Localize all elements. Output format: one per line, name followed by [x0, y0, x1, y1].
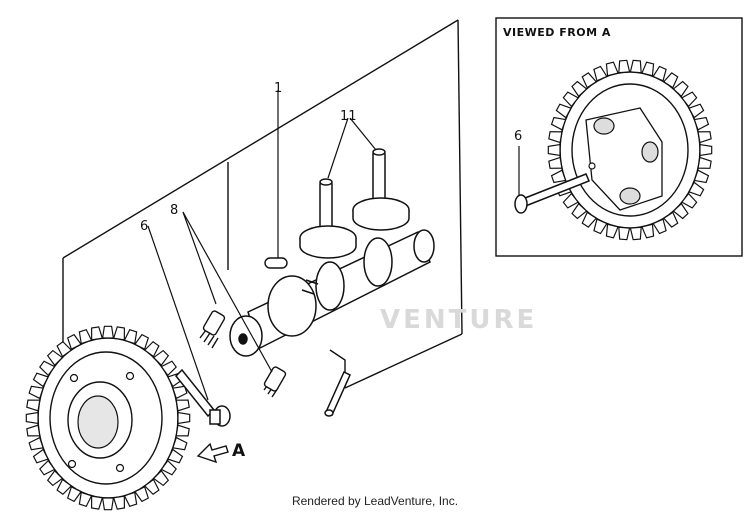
- inset-gear: [547, 59, 713, 241]
- cam-pin: [324, 370, 351, 417]
- inset-title: VIEWED FROM A: [503, 26, 611, 39]
- footer-credit: Rendered by LeadVenture, Inc.: [291, 494, 459, 508]
- gear-tooth: [172, 436, 188, 453]
- callout-6: 6: [140, 219, 148, 234]
- gear-tooth: [617, 226, 631, 241]
- gear-tooth: [175, 424, 191, 439]
- callout-11: 11: [340, 109, 357, 124]
- callout-8: 8: [170, 203, 178, 218]
- spring-upper: [199, 310, 226, 349]
- gear-tooth: [617, 59, 631, 74]
- gear-tooth: [123, 328, 139, 345]
- watermark-text: VENTURE: [380, 305, 537, 335]
- gear-bolt: [174, 368, 231, 427]
- inset-bolt: [514, 173, 590, 214]
- gear-tooth: [25, 412, 39, 424]
- tappet-right: [352, 148, 410, 231]
- gear-tooth: [77, 328, 93, 345]
- gear-tooth: [629, 226, 643, 241]
- gear-tooth: [177, 412, 191, 424]
- cam-gear: [25, 325, 191, 511]
- woodruff-key: [264, 257, 288, 269]
- gear-tooth: [113, 326, 127, 341]
- callout-6-inset: 6: [514, 129, 522, 144]
- gear-tooth: [89, 326, 103, 341]
- gear-tooth: [629, 59, 643, 74]
- view-arrow-label: A: [232, 441, 246, 461]
- gear-tooth: [699, 144, 713, 156]
- inset-box: VIEWED FROM A 6: [495, 17, 743, 257]
- gear-tooth: [28, 383, 44, 400]
- spring-lower: [263, 366, 287, 398]
- gear-tooth: [102, 325, 114, 339]
- gear-tooth: [25, 397, 41, 412]
- leader-lines: [147, 90, 377, 401]
- camshaft: [229, 229, 435, 357]
- gear-tooth: [175, 397, 191, 412]
- gear-tooth: [28, 436, 44, 453]
- tappet-left: [299, 178, 357, 259]
- gear-tooth: [547, 144, 561, 156]
- gear-tooth: [25, 424, 41, 439]
- exploded-frame: [62, 19, 463, 389]
- view-arrow: A: [196, 441, 246, 464]
- callout-1: 1: [274, 81, 282, 96]
